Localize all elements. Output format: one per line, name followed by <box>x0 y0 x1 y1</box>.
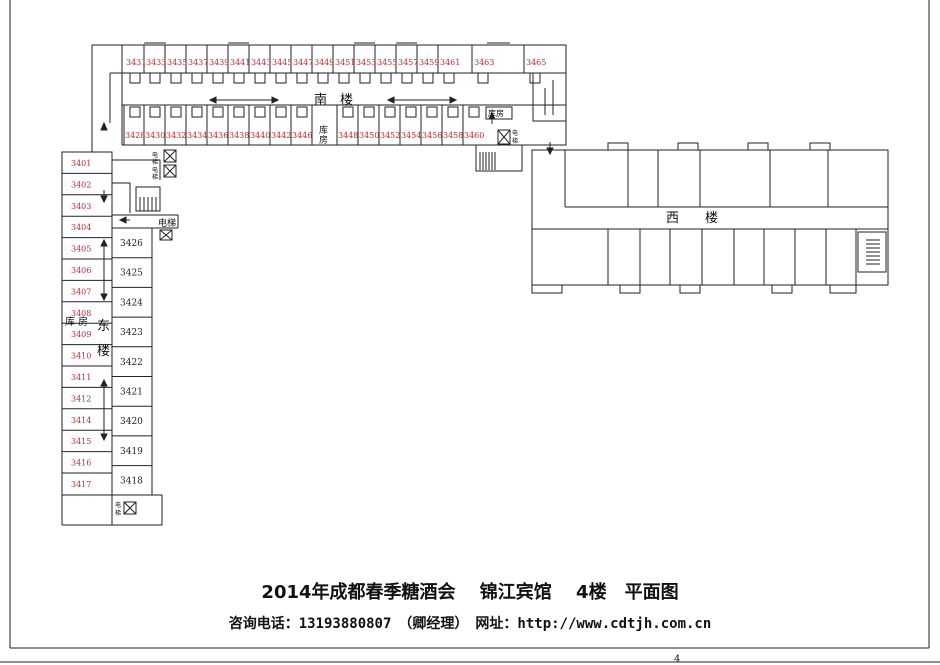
room-number-south-top: 3445 <box>272 58 292 67</box>
room-number-east-left: 3417 <box>71 480 91 489</box>
east-building <box>61 149 179 526</box>
room-number-east-left: 3415 <box>71 437 91 446</box>
room-number-south-bottom: 3436 <box>208 131 228 140</box>
room-number-east-left: 3404 <box>71 223 91 232</box>
room-number-east-left: 3408 <box>71 309 91 318</box>
room-number-east-left: 3406 <box>71 266 91 275</box>
room-number-east-left: 3403 <box>71 202 91 211</box>
elevator-label-e2b: 梯 <box>152 173 158 181</box>
room-number-east-left: 3409 <box>71 330 91 339</box>
room-number-east-left: 3405 <box>71 245 91 254</box>
room-number-south-top: 3449 <box>314 58 334 67</box>
room-number-south-top: 3465 <box>526 58 546 67</box>
room-number-south-bottom: 3442 <box>271 131 291 140</box>
room-number-south-bottom: 3446 <box>292 131 312 140</box>
storage-label-east: 库 房 <box>65 315 88 328</box>
elevator-label-bottom-a: 电 <box>115 501 121 509</box>
room-number-south-bottom: 3450 <box>359 131 379 140</box>
east-building-label-2: 楼 <box>97 344 110 359</box>
room-number-east-left: 3410 <box>71 352 91 361</box>
room-number-east-left: 3416 <box>71 459 91 468</box>
room-number-east-right: 3419 <box>120 447 143 457</box>
room-number-south-bottom: 3454 <box>401 131 421 140</box>
room-number-east-right: 3422 <box>120 358 143 368</box>
storage-label-south-1: 库 <box>319 124 328 136</box>
room-number-south-top: 3463 <box>474 58 494 67</box>
room-number-east-right: 3420 <box>120 417 143 427</box>
room-number-south-top: 3453 <box>356 58 376 67</box>
room-number-south-top: 3459 <box>419 58 439 67</box>
room-number-east-left: 3407 <box>71 287 91 296</box>
page-number: 4 <box>674 654 681 665</box>
room-number-east-right: 3423 <box>120 328 143 338</box>
room-number-south-bottom: 3430 <box>145 131 165 140</box>
room-number-south-top: 3441 <box>230 58 250 67</box>
elevator-label-east-mid: 电梯 <box>158 217 176 229</box>
room-number-east-left: 3401 <box>71 159 91 168</box>
room-number-south-bottom: 3438 <box>229 131 249 140</box>
room-number-east-right: 3421 <box>120 388 143 398</box>
room-number-south-top: 3457 <box>398 58 418 67</box>
room-number-south-bottom: 3428 <box>125 131 145 140</box>
room-number-south-bottom: 3440 <box>250 131 270 140</box>
room-number-east-left: 3414 <box>71 416 91 425</box>
elevator-label-e1a: 电 <box>152 151 158 159</box>
room-number-south-top: 3461 <box>440 58 460 67</box>
room-number-east-left: 3412 <box>71 394 91 403</box>
elevator-label-bottom-b: 梯 <box>115 509 121 517</box>
room-number-south-top: 3455 <box>377 58 397 67</box>
room-number-south-top: 3439 <box>209 58 229 67</box>
room-number-south-top: 3433 <box>146 58 166 67</box>
room-number-south-bottom: 3432 <box>166 131 186 140</box>
room-number-east-left: 3402 <box>71 180 91 189</box>
storage-label-se: 库房 <box>488 108 504 118</box>
room-number-south-bottom: 3452 <box>380 131 400 140</box>
storage-label-south-2: 房 <box>319 134 328 146</box>
room-number-south-bottom: 3448 <box>338 131 358 140</box>
room-number-south-top: 3435 <box>167 58 187 67</box>
room-number-south-bottom: 3460 <box>464 131 484 140</box>
room-number-east-right: 3424 <box>120 298 143 308</box>
room-number-south-top: 3443 <box>251 58 271 67</box>
contact-line: 咨询电话：13193880807 （卿经理） 网址：http://www.cdt… <box>228 616 712 632</box>
room-number-east-right: 3425 <box>120 269 143 279</box>
east-building-label-1: 东 <box>97 319 110 334</box>
room-number-south-bottom: 3456 <box>422 131 442 140</box>
room-number-south-bottom: 3434 <box>187 131 207 140</box>
west-building <box>531 142 889 294</box>
room-number-south-top: 3447 <box>293 58 313 67</box>
west-building-label: 西 楼 <box>666 211 718 226</box>
south-building-label: 南 楼 <box>314 92 353 108</box>
room-number-east-left: 3411 <box>71 373 91 382</box>
corridor-arrows <box>100 96 554 442</box>
page-title: 2014年成都春季糖酒会 锦江宾馆 4楼 平面图 <box>261 582 679 603</box>
south-building <box>62 42 567 172</box>
elevator-label-se-b: 梯 <box>512 137 518 145</box>
room-number-east-right: 3426 <box>120 239 143 249</box>
elevator-label-se-a: 电 <box>512 129 518 137</box>
room-number-south-top: 3431 <box>126 58 146 67</box>
room-number-south-top: 3437 <box>188 58 208 67</box>
room-number-east-right: 3418 <box>120 477 143 487</box>
elevator-label-e2a: 电 <box>152 166 158 174</box>
room-number-south-bottom: 3458 <box>443 131 463 140</box>
elevator-label-e1b: 梯 <box>152 158 158 166</box>
room-number-south-top: 3451 <box>335 58 355 67</box>
